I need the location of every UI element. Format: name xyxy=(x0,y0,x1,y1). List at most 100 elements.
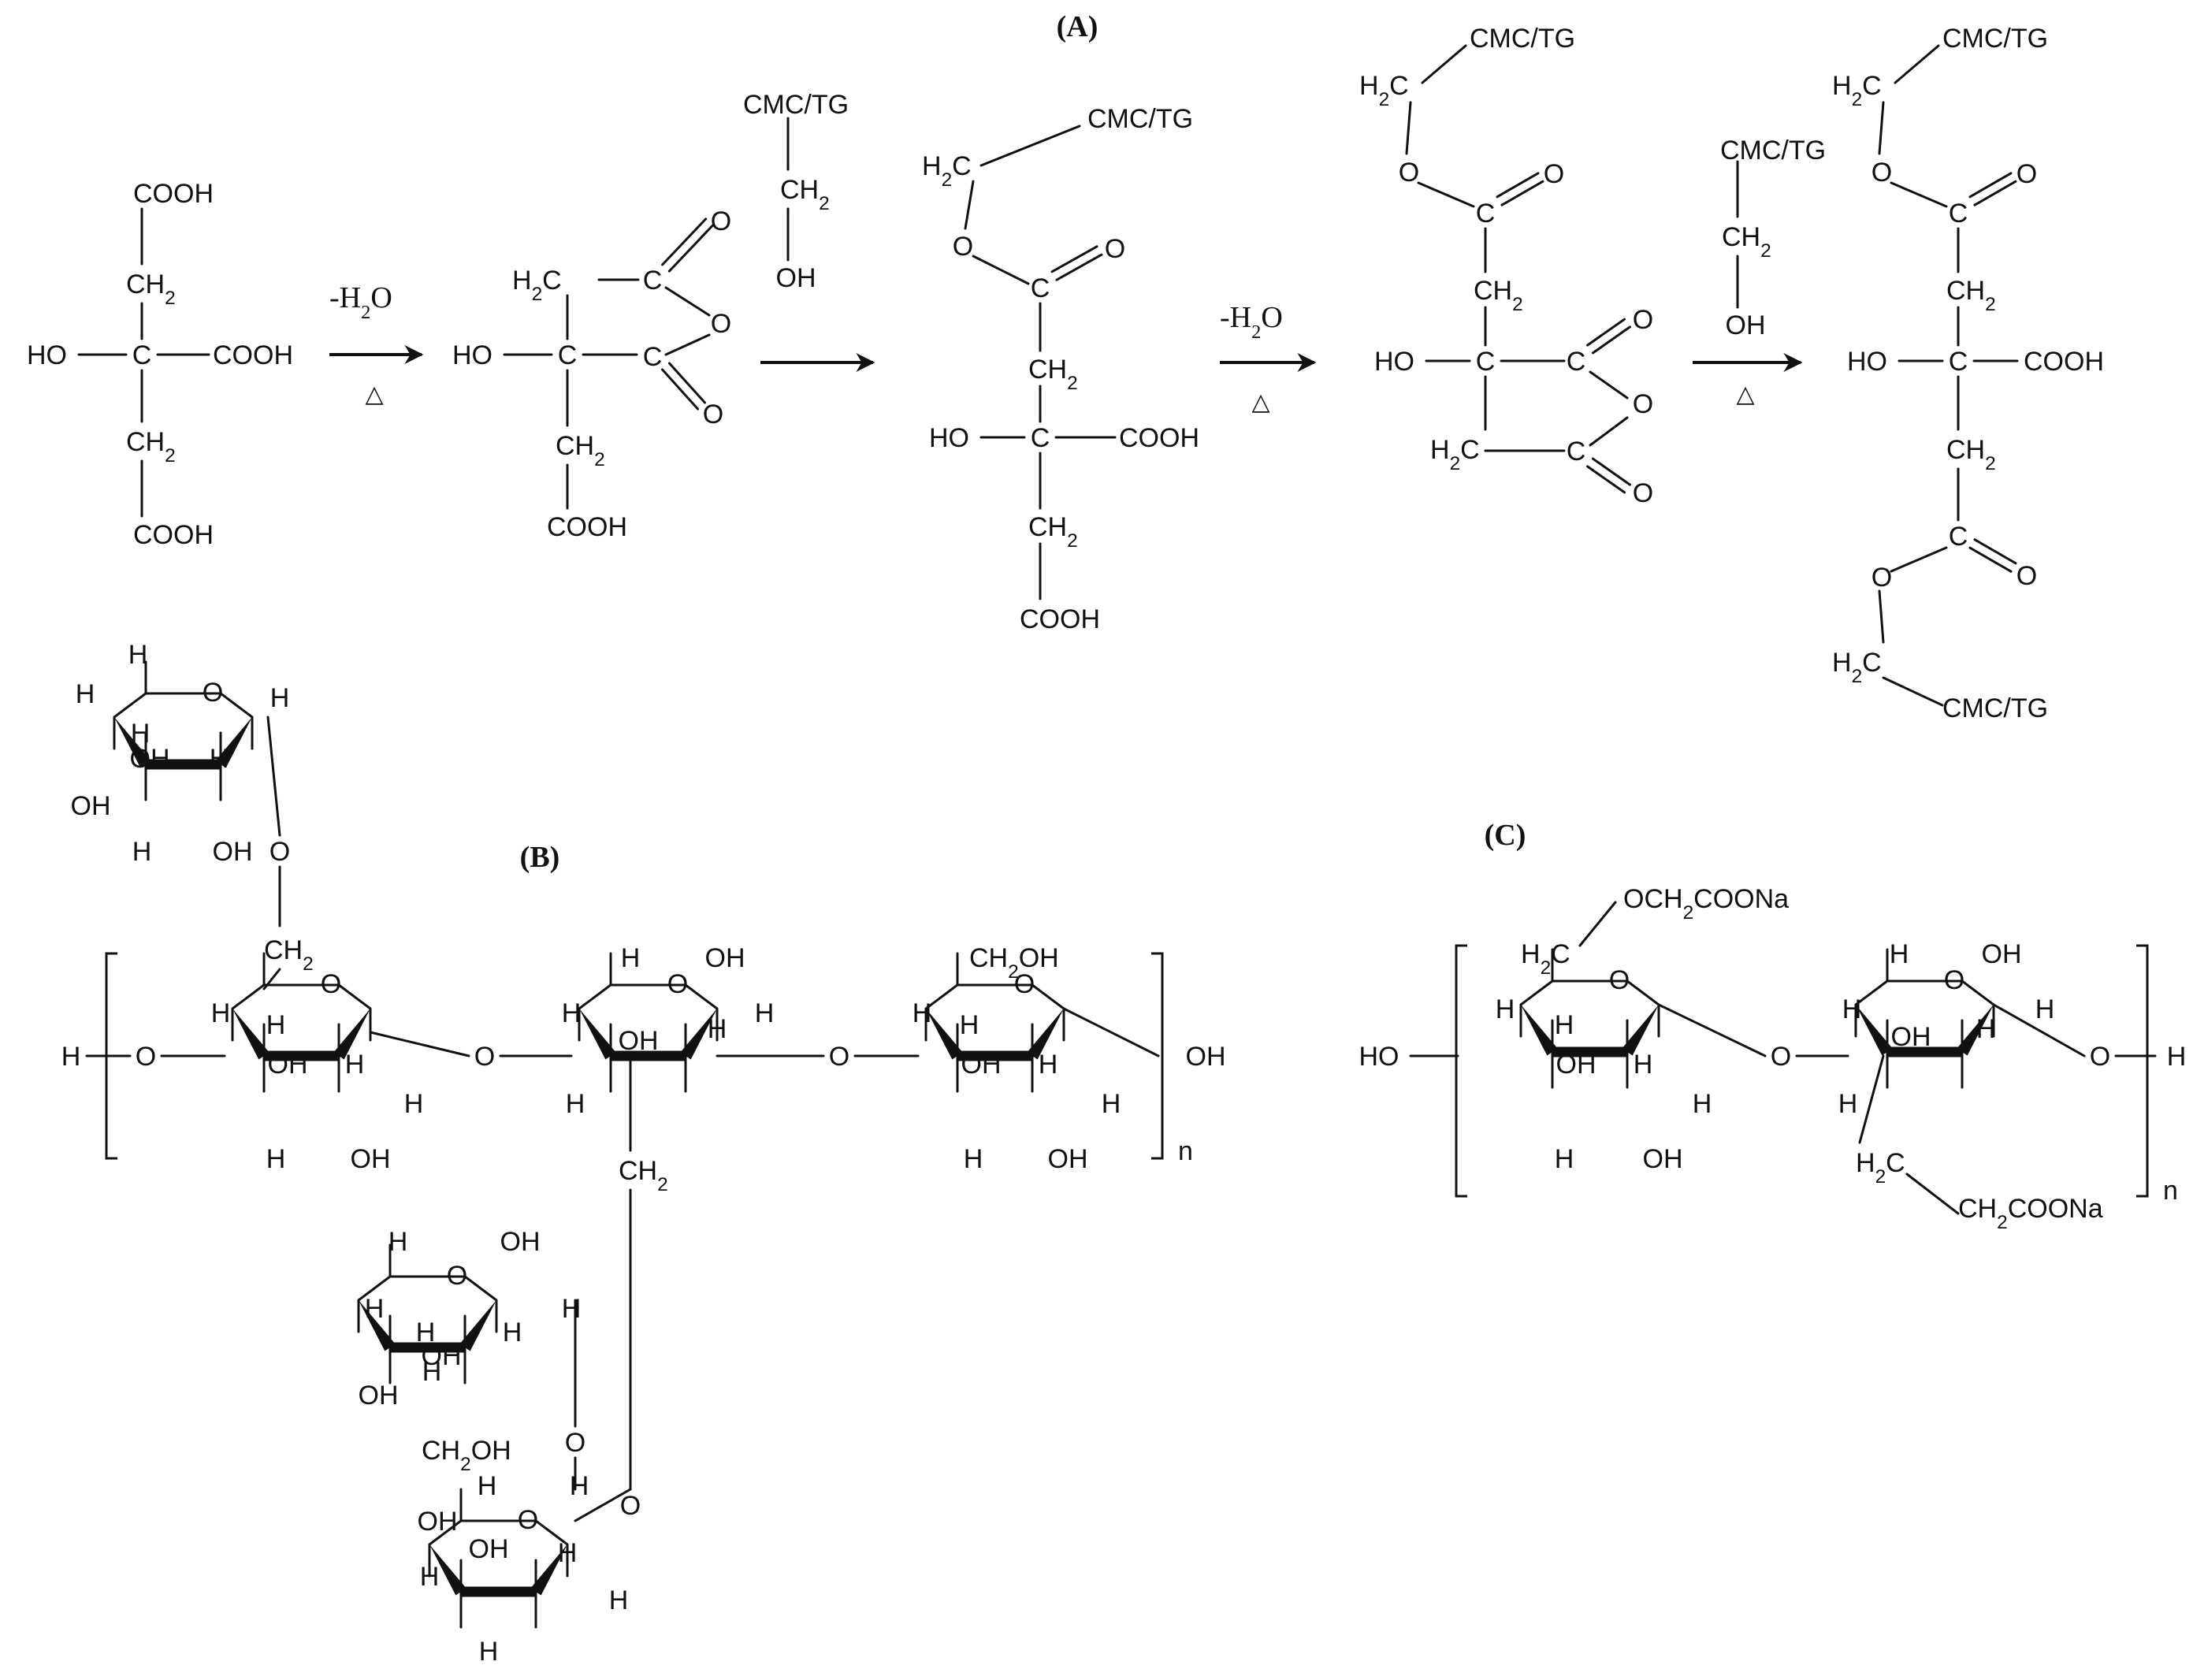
h2c-label: H2C xyxy=(512,266,562,305)
h-atom: H xyxy=(345,1050,365,1080)
oh-label: OH xyxy=(1891,1022,1931,1052)
glycosidic-oxygen: O xyxy=(829,1042,849,1072)
h-atom: H xyxy=(388,1227,408,1257)
h-atom: H xyxy=(964,1144,983,1174)
double-bond xyxy=(667,362,706,404)
h-atom: H xyxy=(1102,1089,1121,1119)
glycosidic-oxygen: O xyxy=(136,1042,156,1072)
bond xyxy=(1992,1003,2086,1057)
carbonyl-carbon: C xyxy=(1567,347,1586,377)
bond xyxy=(574,1488,632,1522)
panel-c-title: (C) xyxy=(1485,819,1526,852)
h-atom: H xyxy=(1496,994,1515,1024)
cooh-label: COOH xyxy=(133,179,214,209)
oh-label: OH xyxy=(1982,939,2022,969)
h-atom: H xyxy=(2035,994,2055,1024)
ho-label: HO xyxy=(27,340,67,370)
polymer-bracket-right xyxy=(1151,952,1164,1160)
ring-bond xyxy=(1887,979,1994,1006)
ring-bond xyxy=(358,1275,391,1302)
oh-label: OH xyxy=(213,837,253,867)
carbonyl-oxygen: O xyxy=(711,206,731,236)
oh-label: OH xyxy=(1048,1144,1088,1174)
h-atom: H xyxy=(755,998,775,1028)
h-atom: H xyxy=(131,719,151,749)
oh-label: OH xyxy=(1186,1042,1226,1072)
wedge-bond xyxy=(680,1009,717,1060)
h-atom: H xyxy=(61,1042,81,1072)
panel-b-title: (B) xyxy=(520,841,560,874)
double-bond xyxy=(1586,465,1626,494)
ring-oxygen: O xyxy=(203,678,223,708)
cooh-label: COOH xyxy=(2024,347,2104,377)
cmctg-label: CMC/TG xyxy=(1720,136,1826,165)
h2c-label: H2C xyxy=(1521,939,1570,979)
carbonyl-oxygen: O xyxy=(1633,305,1653,335)
bond xyxy=(1417,181,1475,208)
h-atom: H xyxy=(708,1014,727,1044)
ring-bond xyxy=(957,983,1065,1010)
carbonyl-carbon: C xyxy=(1949,522,1968,552)
carbonyl-carbon: C xyxy=(1949,199,1968,229)
double-bond xyxy=(1591,457,1631,486)
ring-oxygen: O xyxy=(447,1261,467,1291)
double-bond xyxy=(1591,325,1631,355)
bond xyxy=(262,968,281,991)
ester-oxygen: O xyxy=(1871,563,1892,593)
wedge-bond xyxy=(1027,1009,1064,1060)
ester-oxygen: O xyxy=(1871,158,1892,188)
oh-label: OH xyxy=(776,263,816,293)
cooh-label: COOH xyxy=(133,520,214,550)
double-bond xyxy=(1496,172,1540,199)
h-atom: H xyxy=(503,1318,522,1347)
wedge-bond xyxy=(215,717,252,768)
bond-layer xyxy=(77,44,2157,1629)
h-atom: H xyxy=(570,1471,589,1501)
ring-bond xyxy=(461,1519,568,1546)
ring-bond xyxy=(146,692,253,719)
cmctg-label: CMC/TG xyxy=(1470,24,1575,54)
bond xyxy=(1882,676,1944,707)
h-atom: H xyxy=(1039,1050,1058,1080)
bond xyxy=(1894,44,1940,84)
h-atom: H xyxy=(1842,994,1862,1024)
ester-oxygen: O xyxy=(1399,158,1419,188)
cooh-label: COOH xyxy=(1119,423,1199,453)
wedge-bond xyxy=(1622,1005,1659,1056)
double-bond xyxy=(1968,172,2013,199)
h-atom: H xyxy=(2167,1042,2187,1072)
carbonyl-carbon: C xyxy=(1567,437,1586,466)
wedge-bond xyxy=(1521,1005,1558,1056)
ester-oxygen: O xyxy=(953,232,973,262)
ring-oxygen: O xyxy=(711,309,731,339)
oh-label: OH xyxy=(1643,1144,1683,1174)
oh-label: OH xyxy=(422,1341,462,1371)
bond xyxy=(1589,370,1629,400)
minus-water-label: -H2O xyxy=(1220,301,1283,343)
bond xyxy=(1858,1054,1885,1144)
ring-oxygen: O xyxy=(1609,965,1630,995)
ring-bond xyxy=(1520,979,1553,1006)
ring-oxygen: O xyxy=(321,969,341,999)
glycosidic-oxygen: O xyxy=(474,1042,495,1072)
wedge-bond xyxy=(1856,1005,1893,1056)
minus-water-label: -H2O xyxy=(329,281,392,323)
h-atom: H xyxy=(1555,1010,1574,1040)
double-bond xyxy=(1586,318,1626,347)
ring-oxygen: O xyxy=(1014,969,1035,999)
oh-label: OH xyxy=(619,1026,659,1056)
h-atom: H xyxy=(416,1318,436,1347)
bond xyxy=(266,715,281,837)
carbonyl-oxygen: O xyxy=(2016,159,2037,189)
double-bond xyxy=(667,224,714,273)
h-atom: H xyxy=(132,837,152,867)
wedge-bond xyxy=(232,1009,269,1060)
glycosidic-oxygen: O xyxy=(269,837,290,867)
oh-label: OH xyxy=(351,1144,391,1174)
h-atom: H xyxy=(270,683,290,713)
wedge-bond xyxy=(1957,1005,1994,1056)
ch2oh-label: CH2OH xyxy=(422,1436,511,1475)
central-carbon: C xyxy=(1476,347,1496,377)
h-atom: H xyxy=(558,1538,578,1568)
